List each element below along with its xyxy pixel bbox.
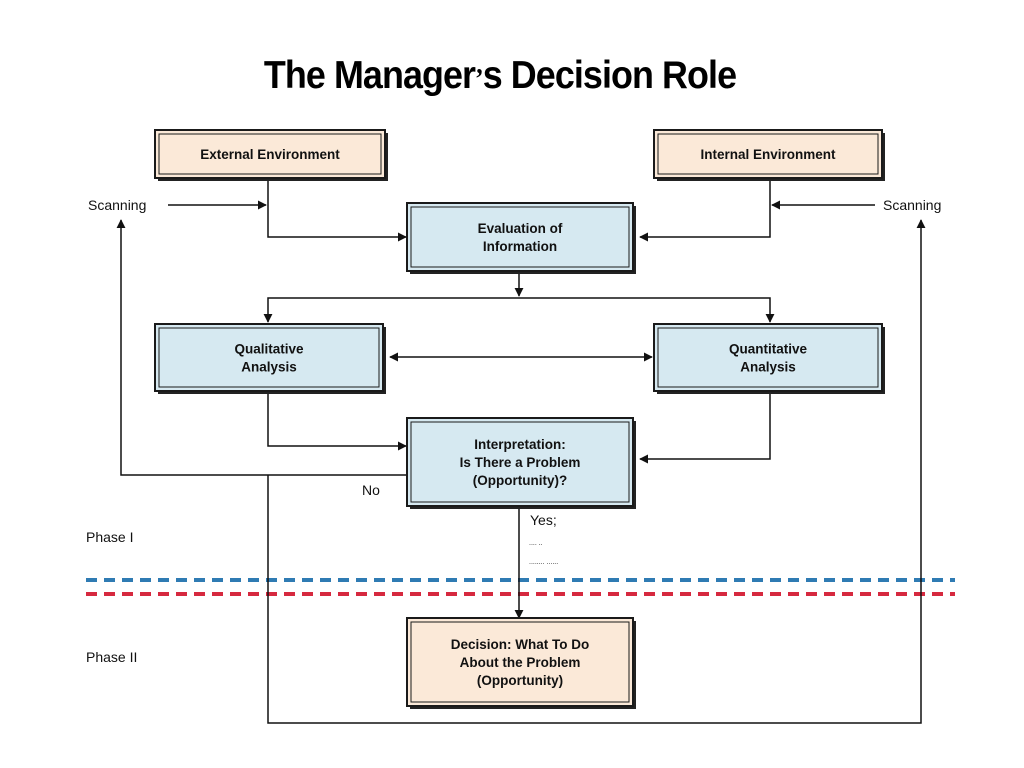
box-label-line: Evaluation of <box>478 221 563 236</box>
box-label-line: Internal Environment <box>700 147 836 162</box>
feedback-loop-right-arrow <box>267 219 926 724</box>
box-decision: Decision: What To Do About the Problem (Op… <box>406 617 636 709</box>
box-inner-border <box>410 621 630 703</box>
box-internal-environment: Internal Environment <box>653 129 885 181</box>
box-label-line: Is There a Problem <box>460 455 581 470</box>
slide-title: The Manager’s Decision Role <box>40 54 960 98</box>
no-loop-left-arrow <box>116 219 406 476</box>
box-frame <box>653 129 883 179</box>
yes-label: Yes; <box>530 512 557 528</box>
box-label-line: Qualitative <box>234 342 304 357</box>
box-inner-border <box>657 327 879 388</box>
qualitative-to-interpretation-arrow <box>267 393 407 451</box>
box-label-line: External Environment <box>200 147 340 162</box>
box-label-line: Interpretation: <box>474 437 566 452</box>
box-label-line: Analysis <box>241 360 297 375</box>
box-frame <box>406 417 634 507</box>
box-label-line: Analysis <box>740 360 796 375</box>
title-rest: s Decision Role <box>482 54 737 97</box>
split-to-quantitative-arrow <box>519 297 775 323</box>
diagram-boxes: External Environment Internal Environment… <box>154 129 885 709</box>
box-frame <box>406 617 634 707</box>
box-label-line: Information <box>483 239 557 254</box>
box-label-line: About the Problem <box>460 655 581 670</box>
connectors <box>116 180 926 724</box>
box-frame <box>406 202 634 272</box>
box-external-environment: External Environment <box>154 129 388 181</box>
box-interpretation: Interpretation: Is There a Problem (Opport… <box>406 417 636 509</box>
scanning-right-label: Scanning <box>883 197 941 213</box>
box-label-line: Quantitative <box>729 342 808 357</box>
box-frame <box>653 323 883 392</box>
box-frame <box>154 323 384 392</box>
box-frame <box>154 129 386 179</box>
quantitative-to-interpretation-arrow <box>639 393 771 464</box>
box-evaluation: Evaluation of Information <box>406 202 636 274</box>
yes-note-1: .... .. <box>529 540 543 547</box>
phase-1-label: Phase I <box>86 529 133 545</box>
box-label-line: (Opportunity) <box>477 673 563 688</box>
phase-2-label: Phase II <box>86 649 137 665</box>
box-inner-border <box>158 327 380 388</box>
box-label-line: Decision: What To Do <box>451 637 590 652</box>
external-to-evaluation-arrow <box>267 180 407 242</box>
internal-to-evaluation-arrow <box>639 180 771 242</box>
title-main: The Manager <box>263 54 476 97</box>
box-inner-border <box>410 421 630 503</box>
title-apostrophe: ’ <box>475 64 484 95</box>
box-inner-border <box>410 206 630 268</box>
box-inner-border <box>158 133 382 175</box>
box-label-line: (Opportunity)? <box>473 473 567 488</box>
box-inner-border <box>657 133 879 175</box>
no-label: No <box>362 482 380 498</box>
scanning-left-label: Scanning <box>88 197 146 213</box>
split-to-qualitative-arrow <box>263 297 519 323</box>
yes-note-2: ........ ...... <box>529 559 558 566</box>
